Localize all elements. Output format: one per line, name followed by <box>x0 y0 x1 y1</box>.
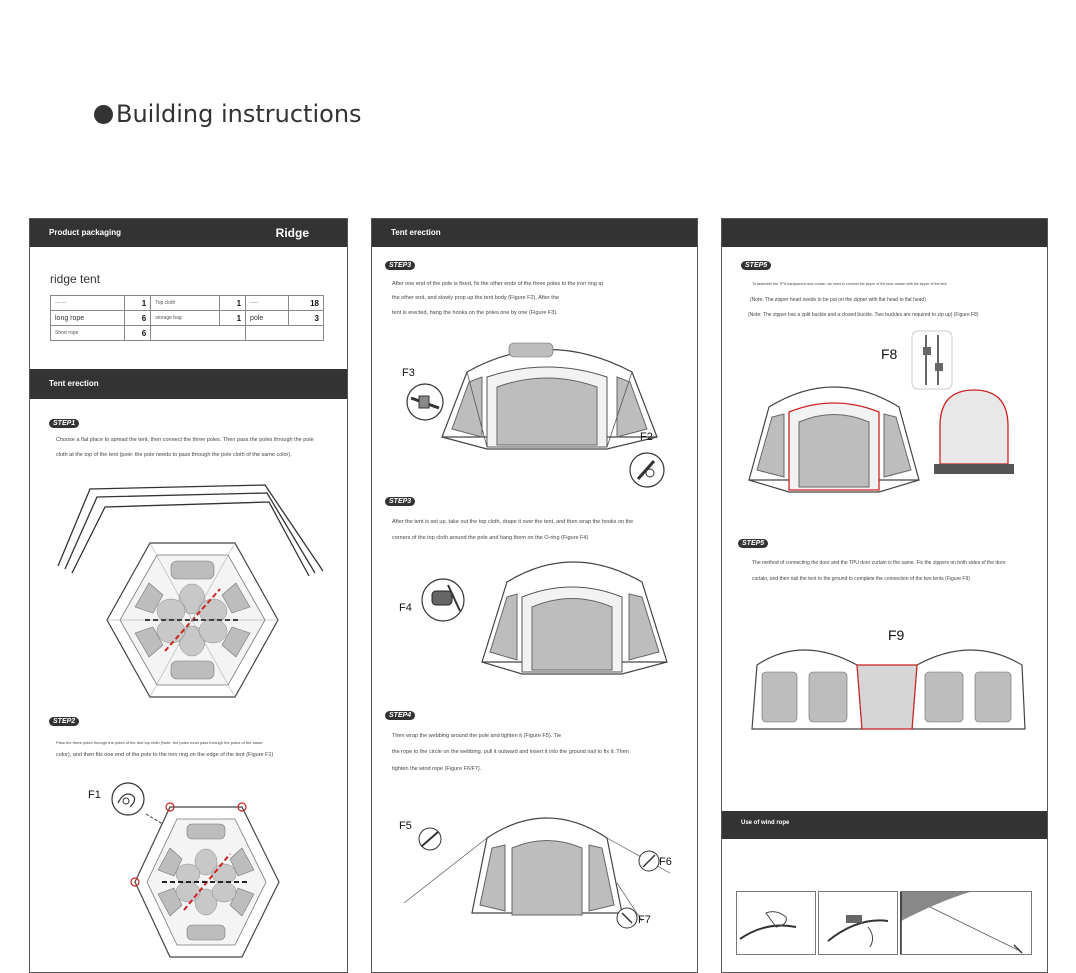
step5a-text-line2: (Note: The zipper head needs to be put o… <box>750 297 926 303</box>
figure-label-f2: F2 <box>640 431 653 443</box>
table-cell-empty <box>245 325 324 341</box>
detail-f2-ring <box>629 452 665 488</box>
tent-illustration-f4 <box>481 561 668 675</box>
erection-header-title: Tent erection <box>391 228 441 237</box>
table-cell-label: pole <box>245 310 290 326</box>
figure-label-f8: F8 <box>881 346 898 362</box>
wind-rope-header: Use of wind rope <box>722 811 1047 839</box>
step3a-text-line3: tent is erected, hang the hooks on the p… <box>392 310 558 316</box>
connected-tents-illustration-f9 <box>751 649 1026 730</box>
tent-illustration-f8 <box>748 386 920 493</box>
page-title-group: Building instructions <box>94 100 362 128</box>
step3a-text-line2: the other end, and slowly prop up the te… <box>392 295 559 301</box>
wind-rope-title: Use of wind rope <box>741 820 790 826</box>
step5a-badge: STEP5 <box>741 261 772 270</box>
step5a-text-line1: To assemble the TPU transparent door cur… <box>752 282 947 286</box>
product-name: ridge tent <box>50 272 101 286</box>
table-row: long rope 6 storage bag 1 pole 3 <box>49 310 324 326</box>
step1-text-line1: Choose a flat place to spread the tent, … <box>56 437 314 443</box>
table-row: --- --- 1 Top cloth 1 ----- 18 <box>49 295 324 311</box>
detail-f6 <box>638 850 660 872</box>
step4-text-line2: the rope to the circle on the webbing, p… <box>392 749 629 755</box>
tent-illustration-f5-f7 <box>403 817 671 922</box>
detail-f5 <box>418 827 442 851</box>
step3b-text-line1: After the tent is set up, take out the t… <box>392 519 634 525</box>
step4-text-line3: tighten the wind rope (Figure F6/F7). <box>392 766 482 772</box>
door-header <box>722 219 1047 247</box>
detail-f3-hook <box>406 383 444 421</box>
table-cell-label: storage bag <box>150 310 220 326</box>
figure-label-f3: F3 <box>402 367 415 379</box>
table-cell-qty: 6 <box>124 310 152 326</box>
wind-rope-photo-1 <box>736 891 816 955</box>
step4-badge: STEP4 <box>385 711 416 720</box>
table-cell-qty: 6 <box>124 325 152 341</box>
figure-label-f7: F7 <box>638 914 651 926</box>
table-cell-label: ----- <box>245 295 290 311</box>
panel-tent-erection: Tent erection STEP3 After one end of the… <box>371 218 698 973</box>
panel-door-connection: STEP5 To assemble the TPU transparent do… <box>721 218 1048 973</box>
poles-illustration <box>57 484 324 577</box>
table-cell-label: --- --- <box>49 295 126 311</box>
figure-label-f5: F5 <box>399 820 412 832</box>
step5b-text-line1: The method of connecting the door and th… <box>752 560 1006 566</box>
step3a-badge: STEP3 <box>385 261 416 270</box>
packaging-header-title: Product packaging <box>49 228 122 237</box>
step4-text-line1: Then wrap the webbing around the pole an… <box>392 733 562 739</box>
table-row: Short rope 6 <box>49 325 324 341</box>
brand-label: Ridge <box>275 226 309 240</box>
door-curtain-illustration <box>934 389 1014 474</box>
detail-f1-ring <box>111 782 145 816</box>
tent-erection-header: Tent erection <box>30 369 347 399</box>
detail-f4-hook <box>421 578 465 622</box>
wind-rope-diagram <box>900 891 1032 955</box>
tent-illustration-f2-f3 <box>441 342 658 450</box>
tent-top-view-step1 <box>106 542 279 698</box>
detail-f8-zipper <box>911 330 953 390</box>
table-cell-label: Top cloth <box>150 295 220 311</box>
table-cell-label: long rope <box>49 310 126 326</box>
tent-erection-title: Tent erection <box>49 379 99 388</box>
panel-packaging: Product packaging Ridge ridge tent --- -… <box>29 218 348 973</box>
table-cell-qty: 1 <box>124 295 152 311</box>
step2-text-line1: Pass the three poles through the poles o… <box>56 740 263 745</box>
step1-text-line2: cloth at the top of the tent (pole: the … <box>56 452 292 458</box>
figure-label-f6: F6 <box>659 856 672 868</box>
table-cell-qty: 18 <box>288 295 324 311</box>
step3b-badge: STEP3 <box>385 497 416 506</box>
page-title: Building instructions <box>116 100 362 128</box>
step3b-text-line2: corners of the top cloth around the pole… <box>392 535 589 541</box>
bullet-dot <box>94 104 113 124</box>
figure-label-f9: F9 <box>888 627 905 643</box>
table-cell-qty: 1 <box>218 310 247 326</box>
step1-badge: STEP1 <box>49 419 80 428</box>
tent-top-view-step2 <box>130 802 280 958</box>
table-cell-qty: 1 <box>218 295 247 311</box>
figure-label-f4: F4 <box>399 602 412 614</box>
step5b-badge: STEP5 <box>738 539 769 548</box>
step2-text-line2: color), and then fits one end of the pol… <box>56 752 274 758</box>
step5a-text-line3: (Note: The zipper has a split buckle and… <box>748 312 979 318</box>
step2-badge: STEP2 <box>49 717 80 726</box>
step3a-text-line1: After one end of the pole is fixed, fix … <box>392 281 603 287</box>
wind-rope-photo-2 <box>818 891 898 955</box>
detail-f7 <box>616 907 638 929</box>
figure-label-f1: F1 <box>88 789 101 801</box>
packaging-table: --- --- 1 Top cloth 1 ----- 18 long rope… <box>49 295 324 341</box>
erection-header: Tent erection <box>372 219 697 247</box>
packaging-header: Product packaging Ridge <box>30 219 347 247</box>
table-cell-qty: 3 <box>288 310 324 326</box>
table-cell-empty <box>150 325 247 341</box>
table-cell-label: Short rope <box>49 325 126 341</box>
step5b-text-line2: curtain, and then nail the tent to the g… <box>752 576 970 582</box>
